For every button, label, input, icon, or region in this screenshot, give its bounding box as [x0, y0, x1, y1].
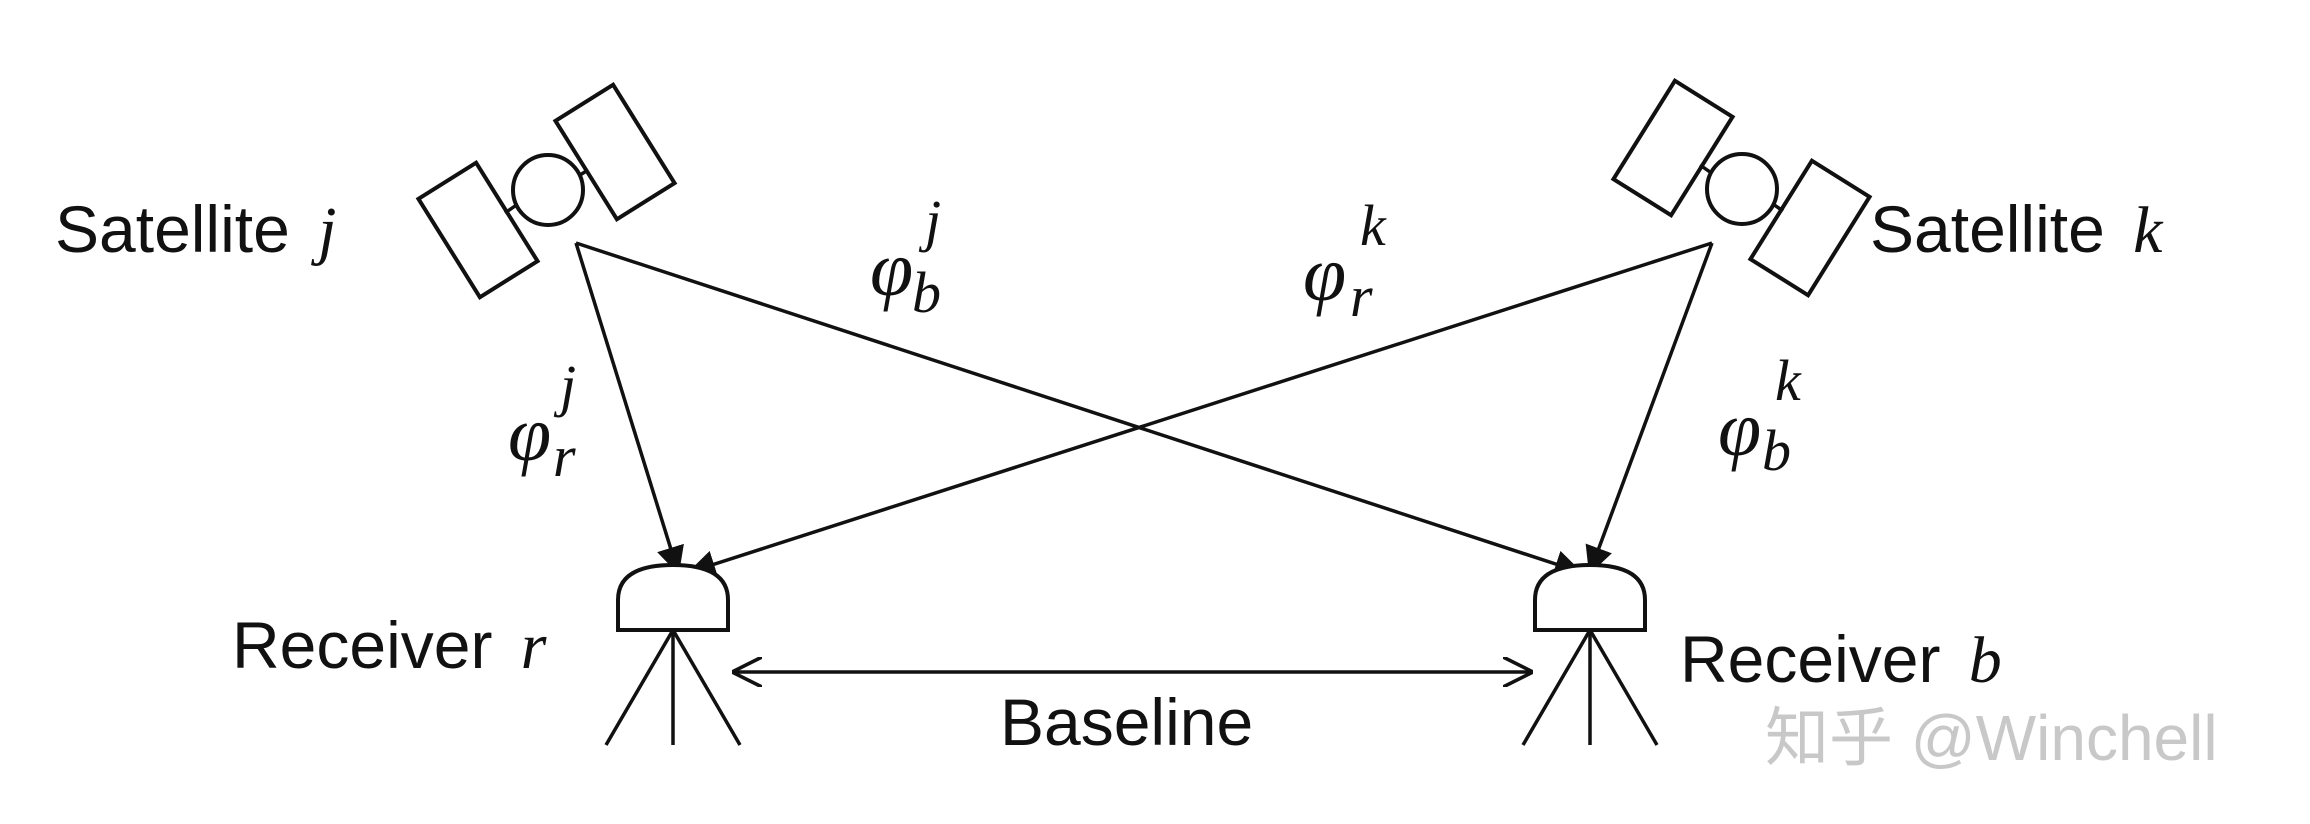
svg-text:b: b — [1762, 418, 1791, 483]
svg-text:b: b — [912, 260, 941, 325]
signal-line-j-to-b — [575, 241, 1583, 578]
signal-line-k-to-b — [1585, 242, 1714, 575]
svg-text:k: k — [1775, 348, 1802, 413]
satellite-k-icon — [1610, 78, 1873, 298]
svg-text:φ: φ — [1718, 385, 1761, 472]
satellite-k-label: Satellite k — [1870, 192, 2164, 267]
svg-text:j: j — [553, 353, 576, 418]
svg-text:j: j — [918, 188, 941, 253]
watermark: 知乎 @Winchell — [1765, 702, 2218, 774]
satellite-j-label: Satellite j — [55, 192, 337, 267]
svg-text:k: k — [1360, 193, 1387, 258]
baseline-label: Baseline — [1000, 685, 1253, 759]
svg-text:φ: φ — [870, 225, 913, 312]
svg-text:φ: φ — [508, 390, 551, 477]
phase-label-b-j: φ b j — [870, 188, 941, 325]
phase-label-r-k: φ r k — [1303, 193, 1387, 329]
phase-label-b-k: φ b k — [1718, 348, 1802, 483]
svg-text:r: r — [553, 424, 576, 489]
signal-line-k-to-r — [687, 241, 1713, 578]
phase-label-r-j: φ r j — [508, 353, 576, 489]
svg-text:φ: φ — [1303, 230, 1346, 317]
svg-text:r: r — [1350, 264, 1373, 329]
receiver-r-label: Receiver r — [232, 608, 547, 683]
receiver-b-icon — [1521, 562, 1659, 746]
satellite-j-icon — [415, 82, 678, 300]
signal-line-j-to-r — [574, 242, 684, 575]
receiver-r-icon — [604, 562, 742, 746]
receiver-b-label: Receiver b — [1680, 622, 2002, 697]
